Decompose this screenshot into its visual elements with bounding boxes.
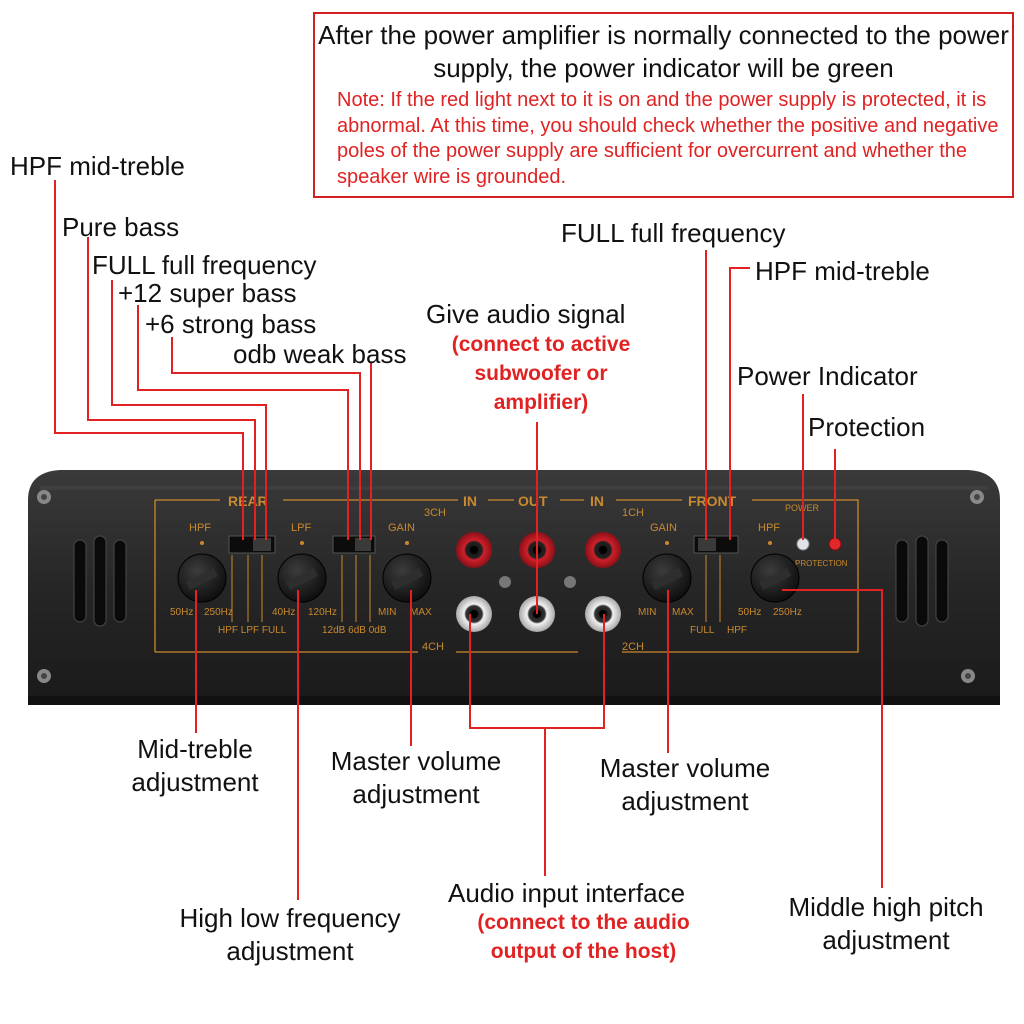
vent-right (895, 535, 949, 627)
ch1-label: 1CH (622, 507, 644, 519)
svg-text:HPF: HPF (727, 625, 747, 636)
label-high-low-frequency: High low frequency adjustment (179, 903, 401, 966)
protection-led-label: PROTECTION (795, 559, 848, 568)
svg-text:MIN: MIN (638, 607, 656, 618)
hpf-knob-label-right: HPF (758, 522, 780, 534)
label-give-audio-signal: Give audio signal (426, 299, 626, 329)
svg-text:FULL: FULL (690, 625, 715, 636)
label-mid-treble-adjustment: Mid-treble adjustment (131, 734, 259, 797)
svg-text:40Hz: 40Hz (272, 607, 295, 618)
switch-front-filter[interactable] (693, 535, 739, 554)
svg-text:250Hz: 250Hz (204, 607, 233, 618)
svg-text:50Hz: 50Hz (738, 607, 761, 618)
label-master-volume-left: Master volume adjustment (330, 746, 502, 809)
vent-left (73, 535, 127, 627)
label-master-volume-right: Master volume adjustment (599, 753, 771, 816)
switch-rear-filter[interactable] (228, 535, 276, 554)
panel-screw-icon (499, 576, 576, 588)
svg-text:MIN: MIN (378, 607, 396, 618)
label-full-frequency-left: FULL full frequency (92, 250, 317, 280)
screw-icon (37, 490, 984, 683)
front-label: FRONT (688, 493, 737, 509)
ch3-label: 3CH (424, 507, 446, 519)
svg-text:MAX: MAX (672, 607, 694, 618)
ch2-label: 2CH (622, 641, 644, 653)
indicator-dots (200, 541, 772, 545)
note-warning-text: Note: If the red light next to it is on … (337, 89, 999, 188)
label-super-bass: +12 super bass (118, 278, 297, 308)
in-label-2: IN (590, 493, 604, 509)
note-box: After the power amplifier is normally co… (313, 12, 1014, 198)
label-audio-input-interface: Audio input interface (448, 878, 686, 908)
label-weak-bass: odb weak bass (233, 339, 407, 369)
svg-text:HPF LPF FULL: HPF LPF FULL (218, 625, 287, 636)
svg-text:120Hz: 120Hz (308, 607, 337, 618)
hpf-knob-label-left: HPF (189, 522, 211, 534)
label-strong-bass: +6 strong bass (145, 309, 317, 339)
label-audio-input-note: (connect to the audio output of the host… (477, 911, 690, 963)
lpf-knob-label: LPF (291, 522, 311, 534)
label-hpf-mid-treble-left: HPF mid-treble (10, 151, 185, 181)
svg-text:MAX: MAX (410, 607, 432, 618)
rear-label: REAR (228, 493, 268, 509)
ch4-label: 4CH (422, 641, 444, 653)
label-hpf-mid-treble-right: HPF mid-treble (755, 256, 930, 286)
gain-knob-label-right: GAIN (650, 522, 677, 534)
amplifier-body (28, 470, 1000, 705)
out-label: OUT (518, 493, 548, 509)
note-main-text: After the power amplifier is normally co… (318, 20, 1009, 83)
label-pure-bass: Pure bass (62, 212, 180, 242)
knob-hpf-front[interactable] (750, 553, 800, 603)
label-power-indicator: Power Indicator (737, 361, 918, 391)
knob-hpf-rear[interactable] (177, 553, 227, 603)
label-give-audio-signal-note: (connect to active subwoofer or amplifie… (451, 333, 631, 414)
svg-text:250Hz: 250Hz (773, 607, 802, 618)
knob-gain-front[interactable] (642, 553, 692, 603)
switch-bass-boost[interactable] (332, 535, 376, 554)
label-middle-high-pitch: Middle high pitch adjustment (788, 892, 984, 955)
knob-gain-rear[interactable] (382, 553, 432, 603)
knob-lpf-rear[interactable] (277, 553, 327, 603)
svg-text:12dB 6dB 0dB: 12dB 6dB 0dB (322, 625, 387, 636)
in-label-1: IN (463, 493, 477, 509)
leader-lines (54, 180, 883, 900)
label-protection: Protection (808, 412, 926, 442)
svg-text:50Hz: 50Hz (170, 607, 193, 618)
label-full-frequency-right: FULL full frequency (561, 218, 786, 248)
gain-knob-label-left: GAIN (388, 522, 415, 534)
